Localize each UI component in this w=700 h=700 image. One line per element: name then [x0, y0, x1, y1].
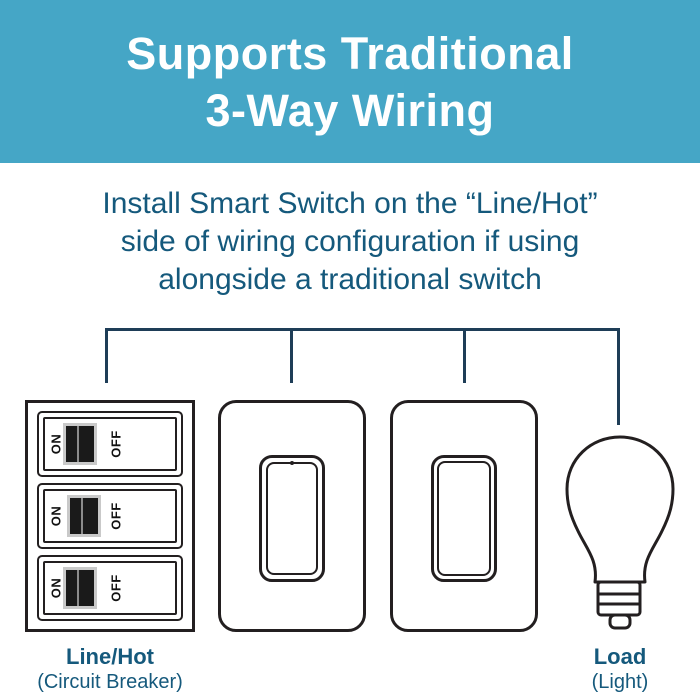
wire-drop-smart-switch	[290, 328, 293, 383]
breaker-frame	[43, 561, 177, 615]
header-banner: Supports Traditional 3-Way Wiring	[0, 0, 700, 163]
line-hot-label: Line/Hot	[66, 644, 154, 669]
subtitle-line-1: Install Smart Switch on the “Line/Hot”	[102, 187, 598, 220]
breaker-toggle-icon	[67, 495, 101, 537]
subtitle-line-2: side of wiring configuration if using	[120, 225, 580, 258]
smart-switch-paddle	[259, 455, 325, 582]
breaker-off-label: OFF	[108, 502, 124, 530]
bulb-globe	[565, 435, 675, 584]
breaker-switch-2: ON OFF	[37, 483, 183, 549]
wire-drop-breaker	[105, 328, 108, 383]
circuit-breaker-panel: ON OFF ON OFF ON OFF	[25, 400, 195, 632]
wire-drop-trad-switch	[463, 328, 466, 383]
breaker-frame	[43, 417, 177, 471]
title-line-1: Supports Traditional	[126, 27, 574, 79]
breaker-switch-3: ON OFF	[37, 555, 183, 621]
light-sub: (Light)	[591, 671, 649, 693]
traditional-switch-paddle	[431, 455, 497, 582]
paddle-inner-frame	[437, 461, 491, 576]
traditional-switch-icon	[390, 400, 538, 632]
breaker-on-label: ON	[48, 505, 64, 527]
bulb-tip	[608, 613, 632, 630]
breaker-caption: Line/Hot (Circuit Breaker)	[10, 644, 210, 695]
breaker-off-label: OFF	[108, 430, 124, 458]
bulb-base	[596, 580, 642, 617]
subtitle-line-3: alongside a traditional switch	[158, 263, 542, 296]
breaker-toggle-icon	[63, 423, 97, 465]
title-line-2: 3-Way Wiring	[205, 84, 495, 136]
subtitle-text: Install Smart Switch on the “Line/Hot” s…	[0, 185, 700, 299]
load-label: Load	[593, 644, 647, 669]
circuit-breaker-sub: (Circuit Breaker)	[37, 671, 183, 693]
paddle-inner-frame	[266, 462, 318, 575]
wire-horizontal	[105, 328, 620, 331]
breaker-frame	[43, 489, 177, 543]
smart-switch-icon	[218, 400, 366, 632]
breaker-switch-1: ON OFF	[37, 411, 183, 477]
light-bulb-icon	[565, 435, 675, 630]
breaker-off-label: OFF	[108, 574, 124, 602]
breaker-toggle-icon	[63, 567, 97, 609]
breaker-on-label: ON	[48, 433, 64, 455]
wire-drop-load	[617, 328, 620, 425]
breaker-on-label: ON	[48, 577, 64, 599]
load-caption: Load (Light)	[545, 644, 695, 695]
